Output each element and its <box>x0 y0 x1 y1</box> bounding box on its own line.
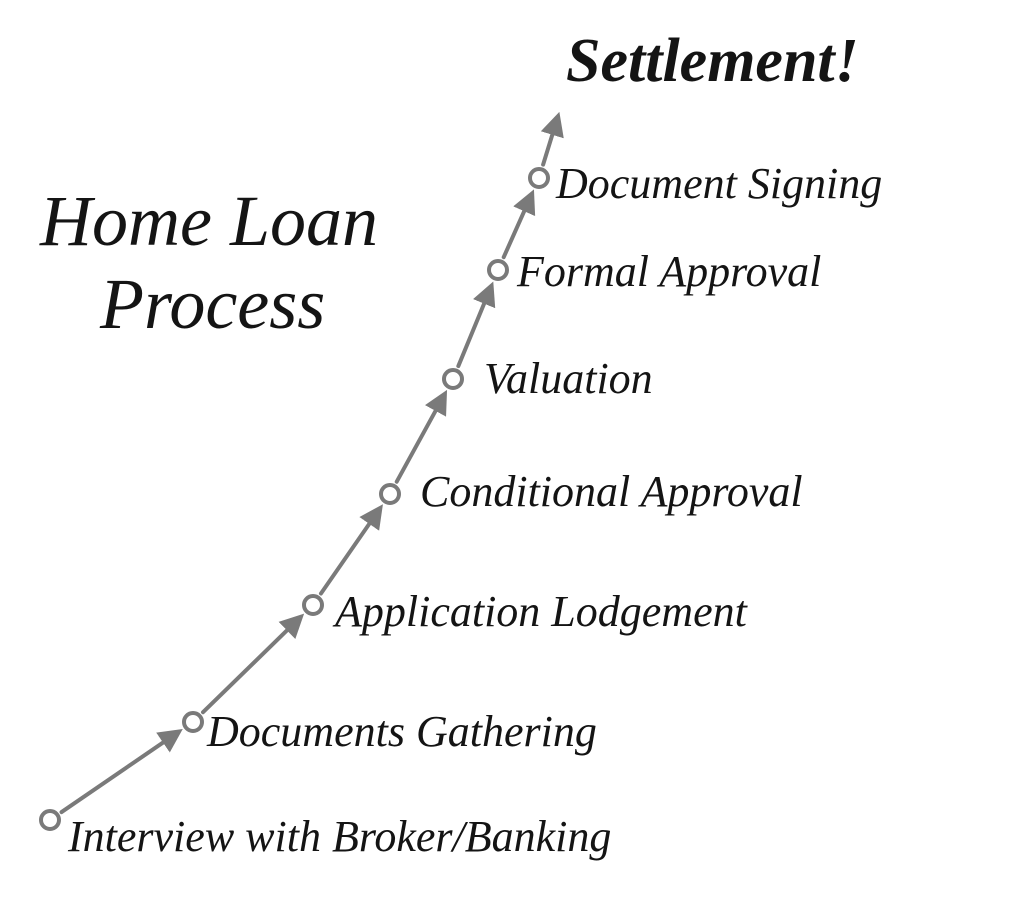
step-node-document-signing <box>528 167 550 189</box>
arrow-document-signing-to-settlement <box>540 111 564 167</box>
goal-label-settlement: Settlement! <box>566 27 859 95</box>
step-node-valuation <box>442 368 464 390</box>
diagram-title-line-2: Process <box>100 264 326 344</box>
arrow-interview-to-documents-gathering <box>59 729 183 815</box>
arrow-valuation-to-formal-approval <box>456 281 496 369</box>
step-label-interview: Interview with Broker/Banking <box>68 812 612 861</box>
step-node-documents-gathering <box>182 711 204 733</box>
arrow-application-lodgement-to-conditional-approval <box>318 504 383 596</box>
arrow-conditional-approval-to-valuation <box>394 389 448 484</box>
arrow-documents-gathering-to-application-lodgement <box>201 613 305 715</box>
step-node-conditional-approval <box>379 483 401 505</box>
step-label-formal-approval: Formal Approval <box>517 247 822 296</box>
step-node-interview <box>39 809 61 831</box>
diagram-title-line-1: Home Loan <box>40 181 378 261</box>
arrow-formal-approval-to-document-signing <box>501 189 536 260</box>
step-node-formal-approval <box>487 259 509 281</box>
step-label-valuation: Valuation <box>484 354 653 403</box>
step-label-documents-gathering: Documents Gathering <box>207 707 597 756</box>
step-label-application-lodgement: Application Lodgement <box>335 587 747 636</box>
step-label-document-signing: Document Signing <box>556 159 883 208</box>
step-label-conditional-approval: Conditional Approval <box>420 467 803 516</box>
step-node-application-lodgement <box>302 594 324 616</box>
